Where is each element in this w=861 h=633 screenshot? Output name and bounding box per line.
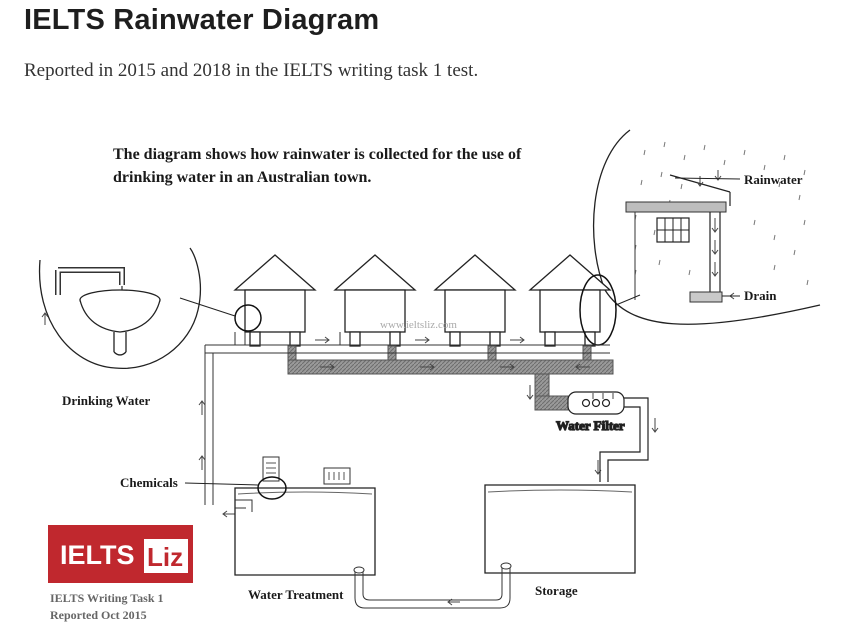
logo-word-liz: Liz bbox=[147, 542, 183, 572]
house-1 bbox=[233, 254, 317, 347]
treatment-storage-pipe bbox=[354, 568, 511, 609]
supply-pipe bbox=[204, 332, 610, 505]
watermark: www.ieltsliz.com bbox=[380, 319, 457, 331]
diagram-heading-line-1: The diagram shows how rainwater is colle… bbox=[113, 146, 522, 163]
chemicals-label: Chemicals bbox=[120, 475, 178, 490]
storage-label: Storage bbox=[535, 583, 578, 598]
flow-arrows bbox=[198, 336, 659, 606]
diagram-heading-line-2: drinking water in an Australian town. bbox=[113, 169, 371, 186]
drinking-water-label: Drinking Water bbox=[62, 393, 150, 408]
collection-pipe bbox=[287, 345, 614, 411]
water-treatment-tank: Chemicals Water Treatment bbox=[120, 456, 376, 602]
houses bbox=[233, 254, 612, 347]
page-subtitle: Reported in 2015 and 2018 in the IELTS w… bbox=[24, 60, 479, 81]
rainwater-zoom-bubble: Rainwater Drain bbox=[592, 129, 821, 325]
rainwater-label: Rainwater bbox=[744, 172, 803, 187]
rainwater-diagram: The diagram shows how rainwater is colle… bbox=[30, 120, 830, 633]
diagram-canvas: The diagram shows how rainwater is colle… bbox=[38, 129, 821, 622]
water-treatment-label: Water Treatment bbox=[248, 587, 344, 602]
page-title: IELTS Rainwater Diagram bbox=[24, 4, 380, 36]
drinking-water-zoom-bubble: Drinking Water bbox=[38, 247, 202, 408]
house-2 bbox=[333, 254, 417, 347]
logo-word-ielts: IELTS bbox=[60, 540, 135, 570]
footer-line-2: Reported Oct 2015 bbox=[50, 608, 147, 622]
ielts-liz-logo: IELTS Liz bbox=[48, 525, 193, 583]
house-3 bbox=[433, 254, 517, 347]
water-filter-label: Water Filter bbox=[556, 418, 625, 433]
storage-tank: Storage bbox=[484, 484, 636, 598]
house-4 bbox=[528, 254, 612, 347]
chemicals-zoom-circle bbox=[257, 476, 287, 500]
water-filter: Water Filter bbox=[555, 391, 649, 482]
rain-drops bbox=[634, 141, 809, 286]
footer-line-1: IELTS Writing Task 1 bbox=[50, 591, 164, 605]
zoom-circle-tap bbox=[234, 304, 262, 332]
drain-label: Drain bbox=[744, 288, 777, 303]
